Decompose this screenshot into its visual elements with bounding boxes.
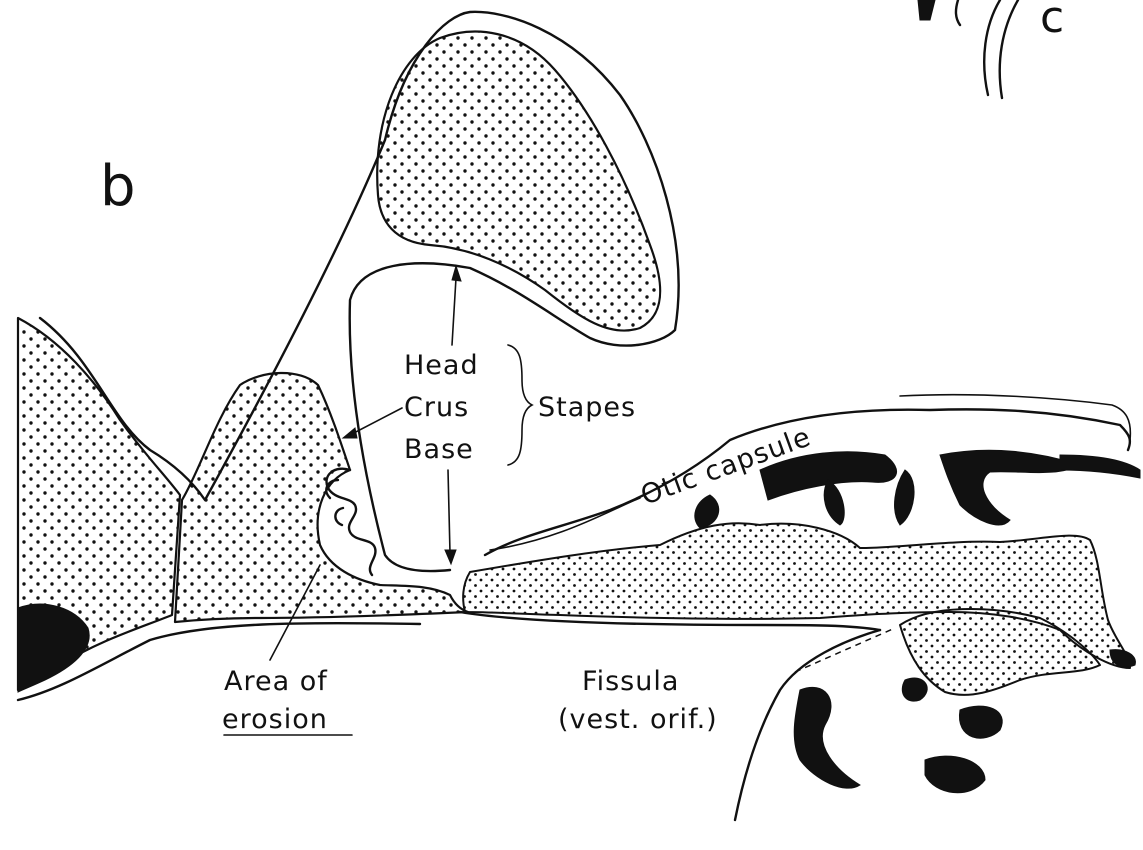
panel-letter: b [100,154,136,219]
label-crus: Crus [404,392,469,423]
label-head: Head [404,350,479,381]
stapes-head [377,32,660,331]
label-fissula-2: (vest. orif.) [558,704,718,735]
label-fissula-1: Fissula [582,666,679,697]
label-area-of-erosion-2: erosion [222,704,328,735]
label-base: Base [404,434,474,465]
left-marrow [18,604,89,692]
stapes-brace [508,345,532,465]
label-stapes: Stapes [538,392,636,423]
corner-letter: c [1040,0,1064,43]
label-area-of-erosion-1: Area of [224,666,328,697]
adjacent-panel-fragment: c [918,0,1064,98]
